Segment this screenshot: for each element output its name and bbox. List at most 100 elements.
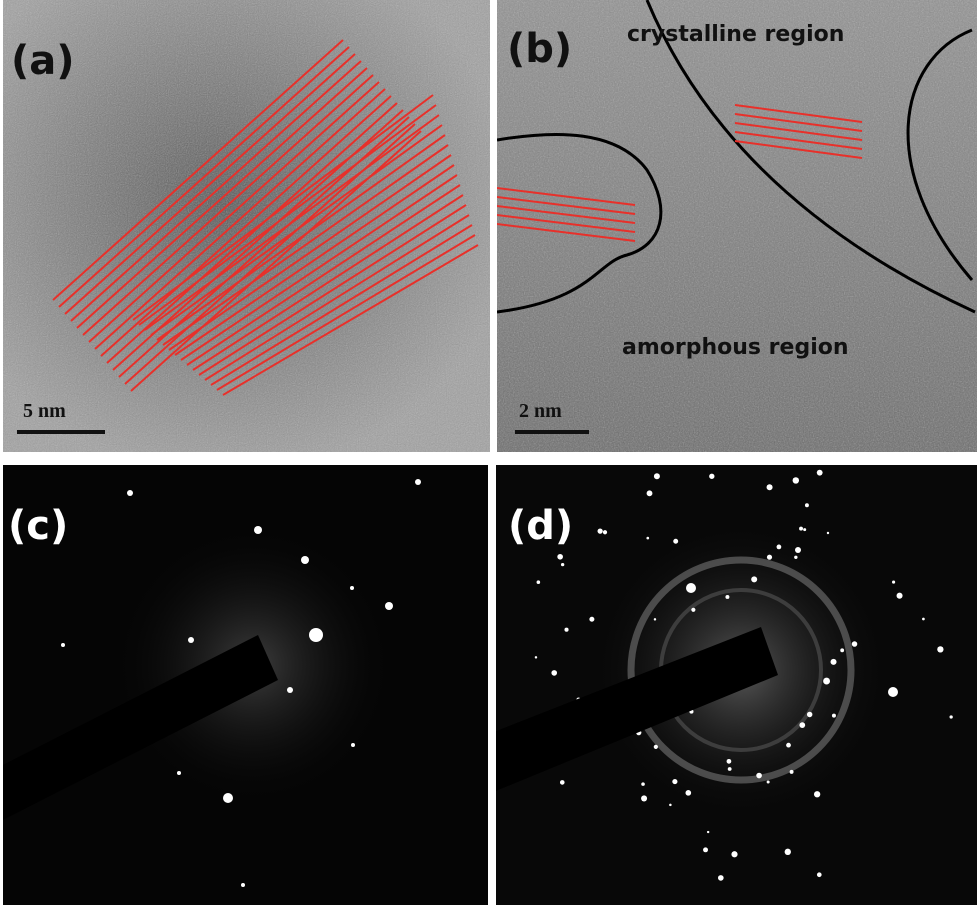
lattice-line: [64, 53, 356, 315]
lattice-line: [52, 39, 344, 301]
diffraction-spot: [686, 583, 696, 593]
lattice-line: [734, 113, 863, 132]
diffraction-spot: [703, 847, 709, 853]
diffraction-spot: [589, 616, 595, 622]
diffraction-spot: [922, 617, 925, 621]
panel-c-diffraction: (c): [3, 465, 488, 905]
diffraction-spot: [685, 790, 692, 796]
lattice-line: [734, 104, 863, 123]
diffraction-spot: [726, 758, 732, 764]
hrtem-image-a: [3, 0, 490, 452]
scale-bar-label-b: 2 nm: [519, 400, 562, 422]
lattice-line: [132, 94, 434, 321]
diffraction-spot: [559, 780, 565, 785]
diffraction-spot: [784, 848, 791, 856]
lattice-line: [497, 214, 636, 233]
scale-bar-a: [17, 430, 105, 434]
lattice-line: [497, 196, 636, 215]
diffraction-spot: [840, 648, 845, 653]
diffraction-spot: [823, 677, 831, 685]
diffraction-spot: [350, 586, 354, 590]
lattice-line: [106, 102, 398, 364]
diffraction-spot: [937, 646, 944, 653]
diffraction-spot: [896, 592, 903, 599]
diffraction-spot: [766, 780, 770, 784]
lattice-lines-a: [52, 39, 479, 396]
lattice-line: [198, 204, 467, 376]
panel-label-c: (c): [8, 503, 69, 549]
lattice-line: [497, 187, 636, 206]
diffraction-spot: [731, 851, 738, 858]
diffraction-spot: [673, 538, 679, 544]
diffraction-spot: [888, 687, 898, 697]
diffraction-spot: [826, 531, 830, 535]
diffraction-spot: [536, 580, 541, 585]
diffraction-spot: [799, 526, 803, 531]
diffraction-spot: [792, 477, 800, 484]
lattice-line: [94, 88, 386, 350]
diffraction-spot: [669, 803, 672, 807]
lattice-line: [174, 164, 455, 356]
lattice-line: [222, 244, 479, 396]
diffraction-spot: [653, 744, 658, 750]
diffraction-spot: [672, 778, 678, 785]
diffraction-spot: [188, 637, 194, 643]
lattice-line: [168, 154, 452, 351]
scale-bar-b: [515, 430, 589, 434]
diffraction-spot: [653, 473, 660, 480]
diffraction-spot: [351, 743, 355, 747]
region-boundaries: [497, 0, 976, 314]
diffraction-spot: [851, 641, 858, 647]
diffraction-spot: [415, 479, 421, 485]
diffraction-spot: [646, 536, 650, 540]
diffraction-spot: [804, 503, 809, 508]
beam-stopper-c: [3, 635, 278, 820]
diffraction-spot: [691, 607, 696, 612]
lattice-line: [138, 104, 437, 326]
diffraction-spot: [385, 602, 393, 610]
panel-label-d: (d): [508, 503, 574, 549]
diffraction-spot: [725, 594, 730, 599]
lattice-line: [734, 131, 863, 150]
diffraction-spot: [795, 547, 801, 553]
panel-label-b: (b): [507, 26, 573, 72]
diffraction-spot: [727, 767, 732, 771]
diffraction-spot: [766, 554, 773, 560]
crystalline-region-label: crystalline region: [627, 22, 845, 47]
diffraction-spot: [717, 875, 724, 881]
diffraction-spot: [789, 769, 794, 774]
diffraction-spot: [557, 553, 563, 560]
lattice-line: [497, 223, 636, 242]
diffraction-spot: [223, 793, 233, 803]
diffraction-spot: [534, 656, 538, 659]
lattice-line: [82, 74, 374, 336]
panel-label-a: (a): [11, 38, 75, 84]
diffraction-spot: [177, 771, 181, 775]
diffraction-spot: [766, 484, 773, 491]
lattice-line: [204, 214, 470, 381]
beam-stopper-d: [496, 627, 778, 791]
diffraction-pattern-c: [3, 479, 421, 887]
diffraction-spots-c: [61, 479, 421, 887]
lattice-line: [156, 134, 446, 341]
diffraction-spot: [241, 883, 245, 887]
lattice-line: [144, 114, 440, 331]
lattice-line: [186, 184, 461, 366]
lattice-line: [100, 95, 392, 357]
diffraction-spot: [709, 473, 715, 479]
diffraction-spot: [816, 469, 823, 476]
diffraction-ring: [627, 556, 855, 784]
lattice-lines-b: [497, 104, 863, 242]
hrtem-image-b: [497, 0, 977, 452]
diffraction-spot: [751, 576, 758, 583]
amorphous-region-label: amorphous region: [622, 335, 849, 360]
lattice-line: [210, 224, 473, 386]
panel-b-hrtem: (b) crystalline region amorphous region …: [497, 0, 977, 452]
lattice-line: [76, 67, 368, 329]
lattice-line: [162, 144, 449, 346]
lattice-line: [150, 124, 443, 336]
lattice-line: [180, 174, 458, 361]
panel-a-hrtem: (a) 5 nm: [3, 0, 490, 452]
diffraction-spot: [813, 791, 821, 798]
diffraction-spot: [560, 562, 565, 567]
